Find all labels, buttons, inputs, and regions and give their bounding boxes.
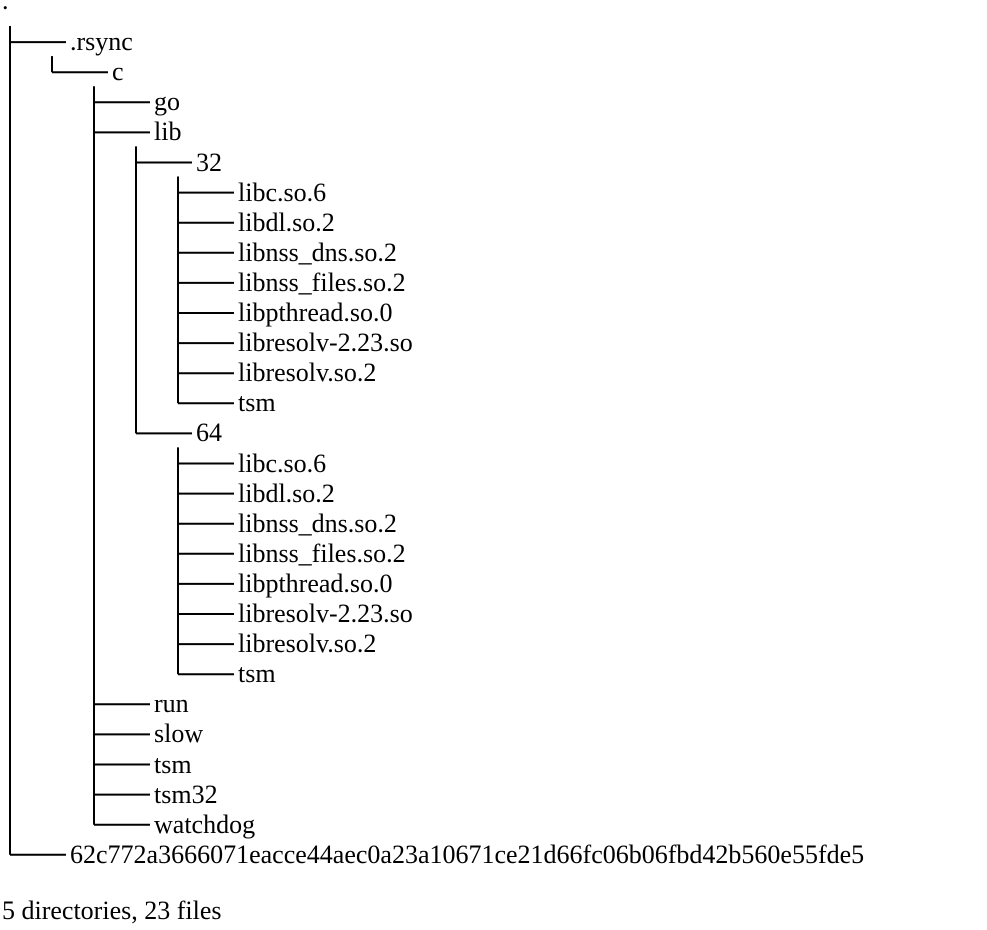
tree-file-name: libdl.so.2 (238, 207, 335, 237)
tree-file-name: slow (154, 719, 204, 749)
tree-summary: 5 directories, 23 files (2, 896, 222, 925)
tree-file-name: libresolv.so.2 (238, 629, 377, 659)
tree-root: . (2, 0, 9, 15)
tree-directory-name: c (112, 57, 124, 87)
tree-file-name: libnss_files.so.2 (238, 267, 406, 297)
tree-file-name: libnss_files.so.2 (238, 538, 406, 568)
tree-file-name: tsm (154, 749, 192, 779)
tree-file-name: tsm (238, 388, 276, 418)
tree-file-name: tsm (238, 659, 276, 689)
tree-file-name: 62c772a3666071eacce44aec0a23a10671ce21d6… (70, 839, 865, 869)
tree-file-name: libc.so.6 (238, 448, 327, 478)
tree-file-name: libnss_dns.so.2 (238, 508, 397, 538)
tree-file-name: watchdog (154, 809, 256, 839)
tree-directory-name: 64 (196, 418, 222, 448)
tree-file-name: go (154, 87, 180, 117)
tree-file-name: libpthread.so.0 (238, 568, 393, 598)
tree-directory-name: 32 (196, 147, 222, 177)
tree-file-name: tsm32 (154, 779, 218, 809)
tree-directory-name: lib (154, 117, 182, 147)
tree-file-name: libc.so.6 (238, 177, 327, 207)
tree-connectors (9, 26, 234, 856)
tree-directory-name: .rsync (70, 27, 133, 57)
tree-file-name: libnss_dns.so.2 (238, 237, 397, 267)
tree-file-name: libresolv.so.2 (238, 358, 377, 388)
tree-file-name: libpthread.so.0 (238, 298, 393, 327)
tree-file-name: libresolv-2.23.so (238, 599, 413, 628)
tree-file-name: run (154, 689, 189, 719)
tree-file-name: libdl.so.2 (238, 478, 335, 508)
tree-file-name: libresolv-2.23.so (238, 328, 413, 358)
